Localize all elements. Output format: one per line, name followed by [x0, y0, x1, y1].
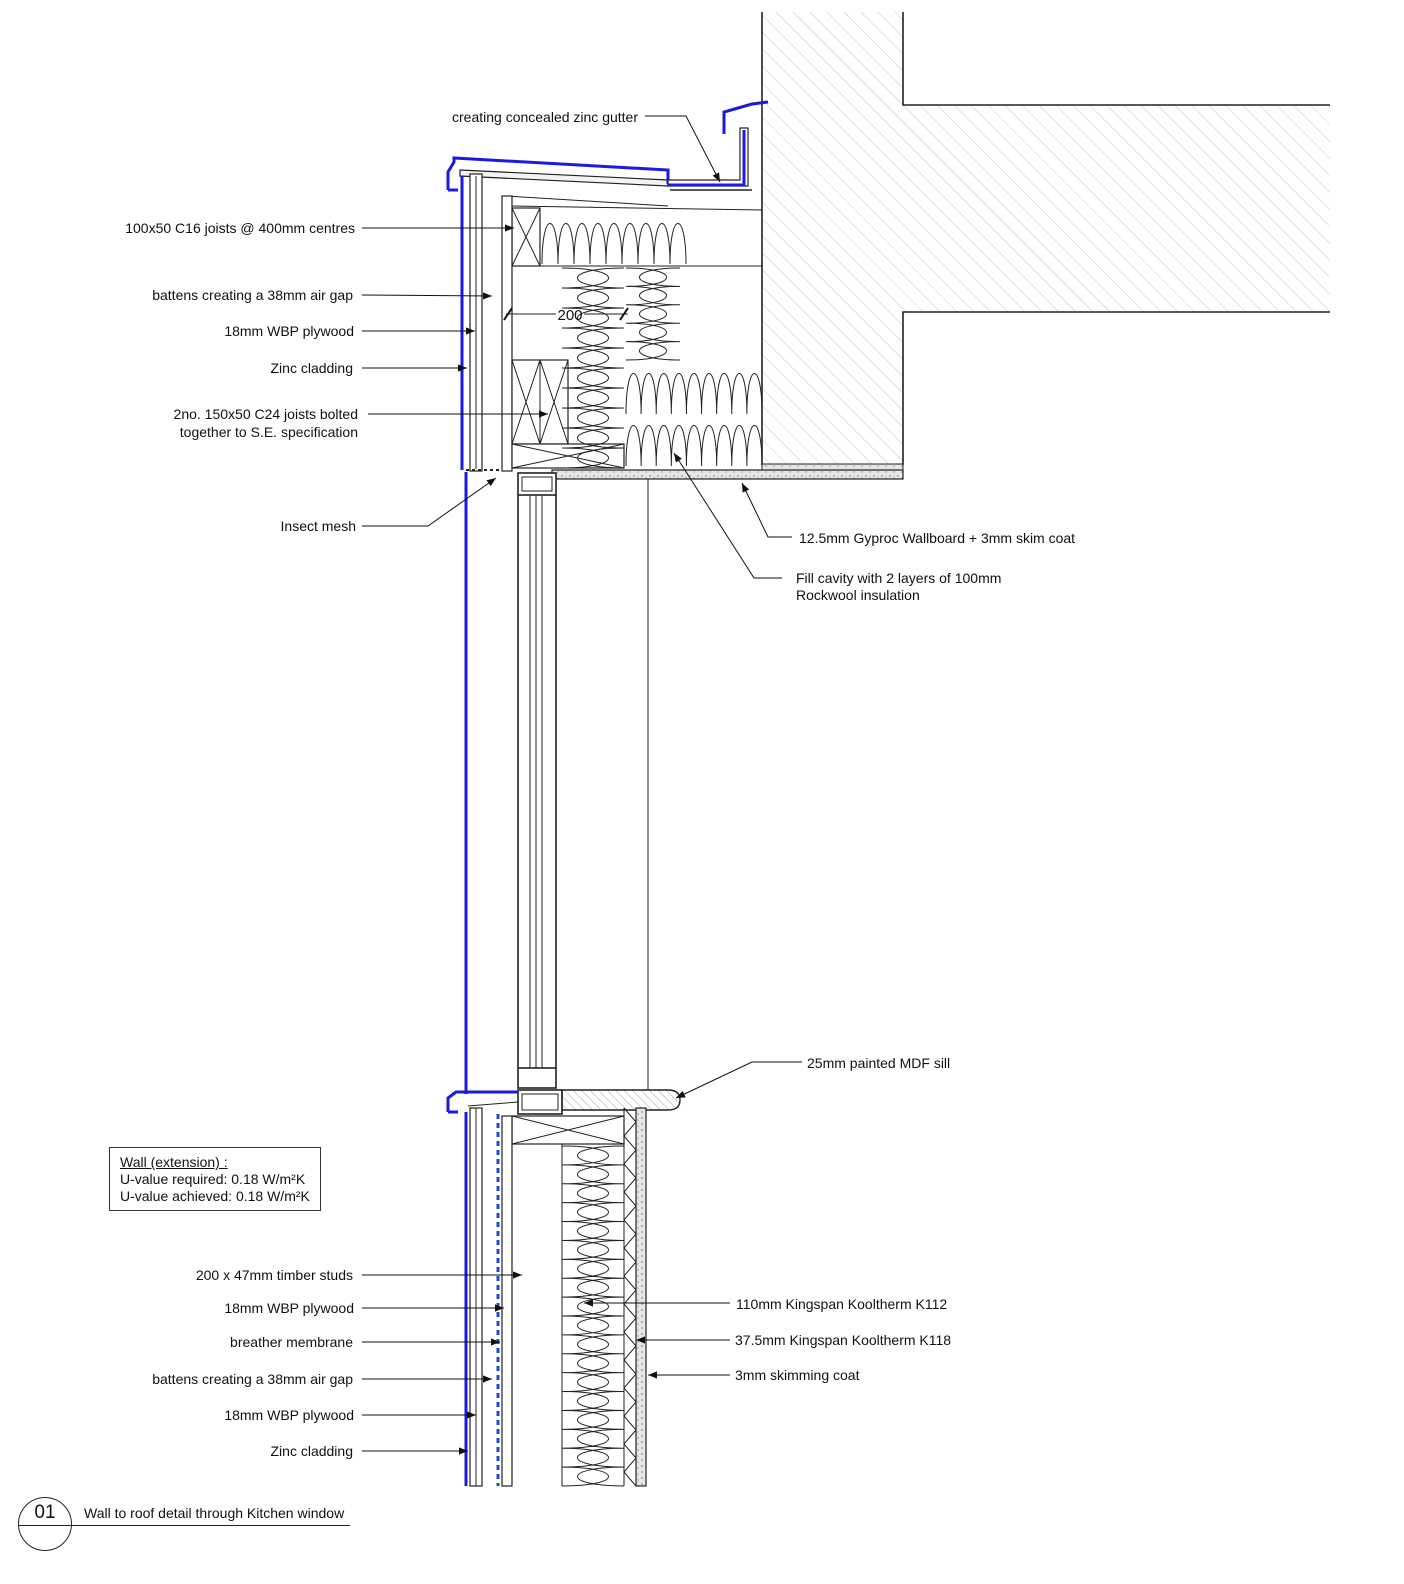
label-gyproc: 12.5mm Gyproc Wallboard + 3mm skim coat [799, 530, 1075, 546]
label-joists-c24-1: 2no. 150x50 C24 joists bolted [174, 406, 358, 422]
label-insect-mesh: Insect mesh [281, 518, 356, 534]
label-k118: 37.5mm Kingspan Kooltherm K118 [735, 1332, 951, 1348]
label-zinc-bottom: Zinc cladding [271, 1443, 354, 1459]
u-value-achieved: U-value achieved: 0.18 W/m²K [120, 1188, 310, 1204]
insulation-loop-column [625, 267, 681, 361]
u-value-heading: Wall (extension) : [120, 1154, 228, 1170]
label-rockwool-2: Rockwool insulation [796, 587, 920, 603]
label-battens-top: battens creating a 38mm air gap [152, 287, 353, 303]
label-joists-c16: 100x50 C16 joists @ 400mm centres [125, 220, 355, 236]
insulation-loop-column [561, 267, 625, 469]
label-gutter: creating concealed zinc gutter [452, 109, 638, 125]
label-k112: 110mm Kingspan Kooltherm K112 [736, 1296, 947, 1312]
label-joists-c24-2: together to S.E. specification [180, 424, 358, 440]
label-rockwool-1: Fill cavity with 2 layers of 100mm [796, 570, 1001, 586]
label-plywood-top: 18mm WBP plywood [224, 323, 354, 339]
lower-wall-assembly [464, 1107, 647, 1487]
insulation-loop-column [561, 1145, 625, 1487]
label-plywood-bottom: 18mm WBP plywood [224, 1407, 354, 1423]
label-skim: 3mm skimming coat [735, 1367, 860, 1383]
u-value-box: Wall (extension) : U-value required: 0.1… [109, 1147, 321, 1211]
u-value-required: U-value required: 0.18 W/m²K [120, 1171, 306, 1187]
dimension-200: 200 [557, 307, 582, 324]
rockwool-insulation [541, 223, 763, 1487]
insulation-loop-row [625, 425, 763, 467]
insulation-loop-row [625, 373, 763, 415]
label-zinc-top: Zinc cladding [271, 360, 354, 376]
label-mdf-sill: 25mm painted MDF sill [807, 1055, 950, 1071]
insulation-loop-row [541, 223, 687, 265]
leader-lines [361, 115, 802, 1455]
label-breather: breather membrane [230, 1334, 353, 1350]
drawing-number: 01 [18, 1497, 72, 1551]
drawing-title-block: 01 Wall to roof detail through Kitchen w… [18, 1497, 358, 1557]
label-studs: 200 x 47mm timber studs [196, 1267, 353, 1283]
mdf-sill [446, 1089, 681, 1114]
drawing-title: Wall to roof detail through Kitchen wind… [84, 1505, 345, 1521]
existing-wall [761, 12, 1330, 471]
label-battens-bottom: battens creating a 38mm air gap [152, 1371, 353, 1387]
annotation-labels: creating concealed zinc gutter 100x50 C1… [125, 109, 1075, 1459]
label-plywood-mid: 18mm WBP plywood [224, 1300, 354, 1316]
roof-head-assembly [446, 100, 904, 480]
title-underline [18, 1525, 350, 1526]
window-frame [464, 472, 649, 1115]
